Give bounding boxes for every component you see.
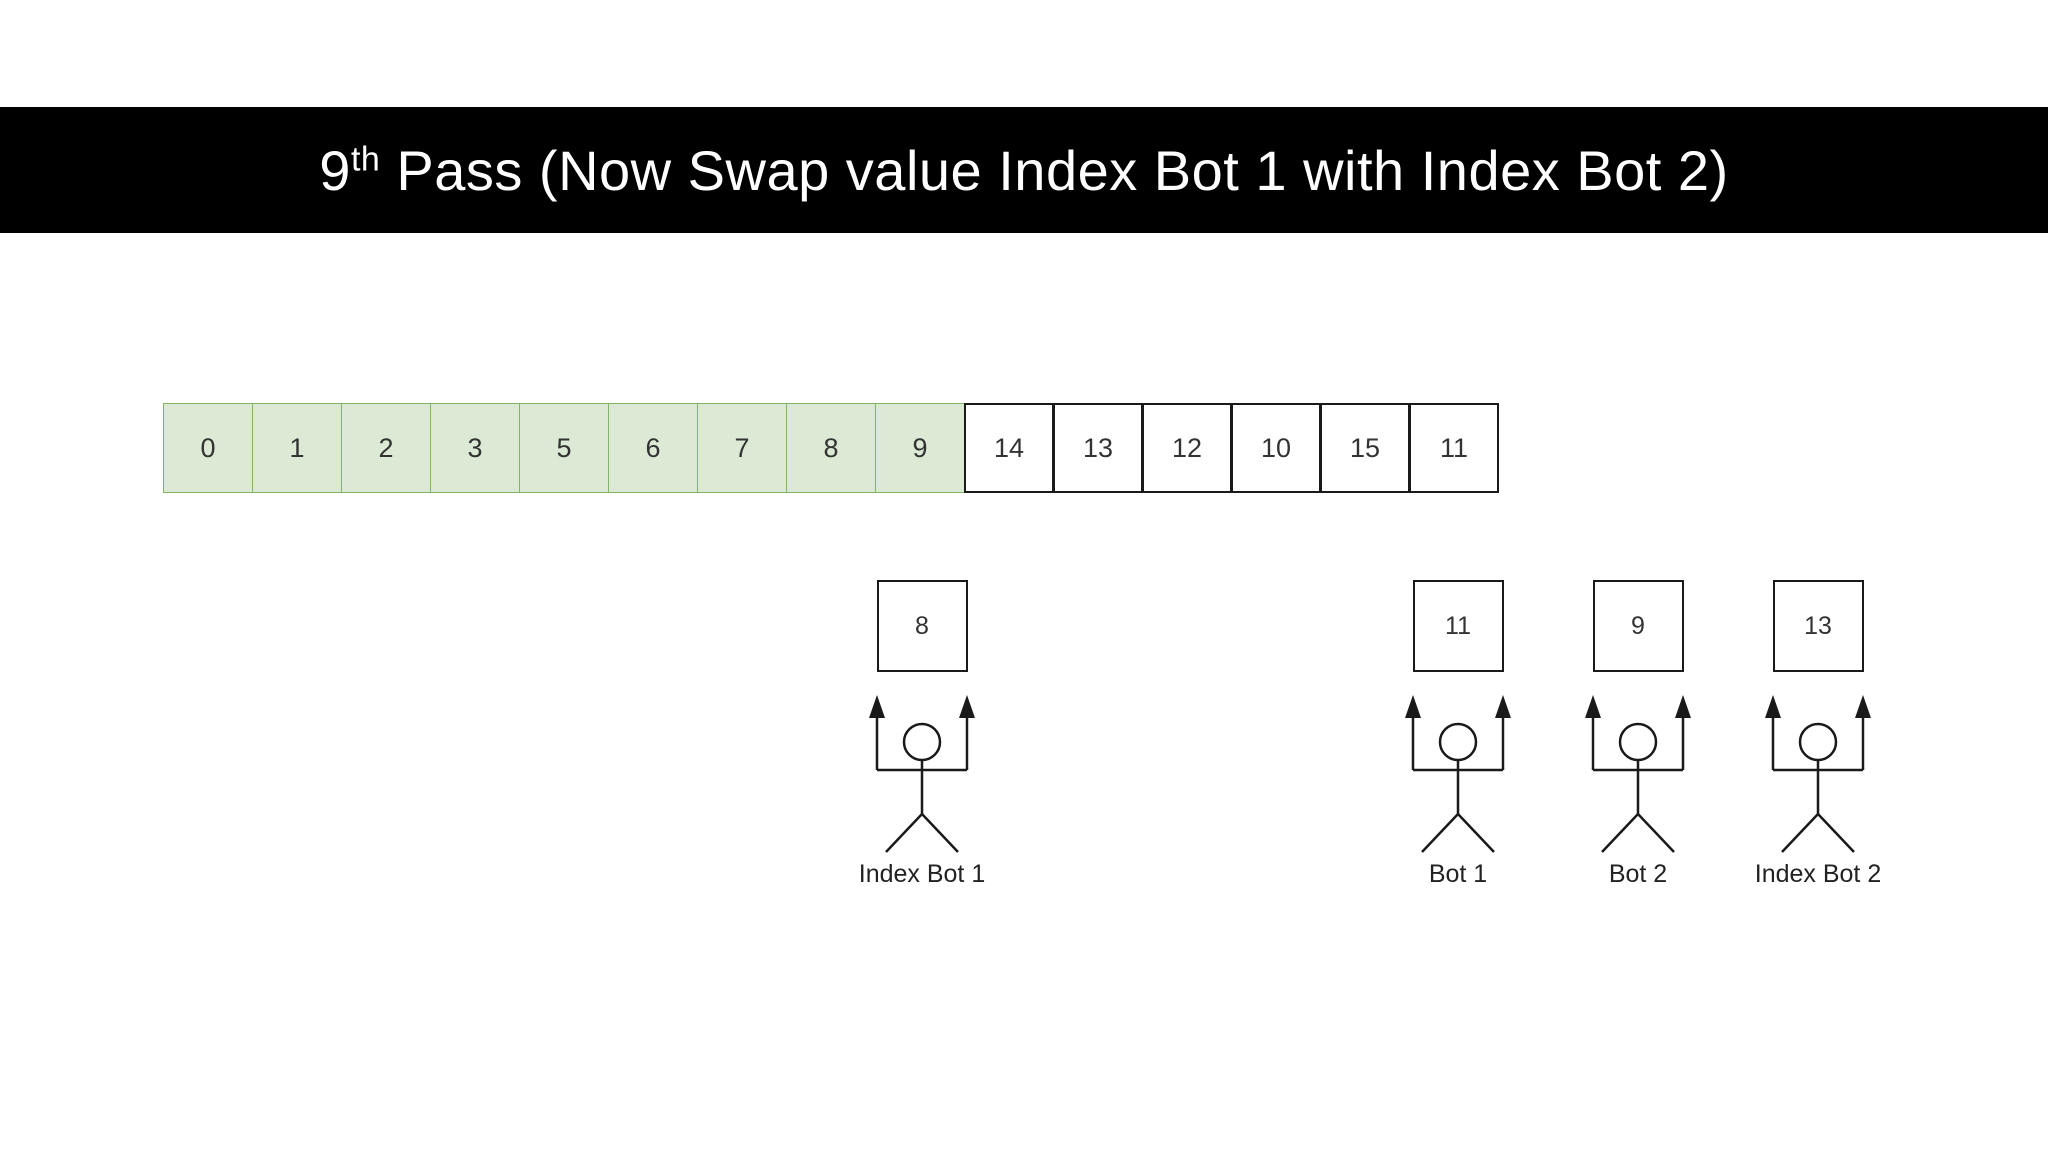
array-cell-unsorted: 15 — [1320, 403, 1410, 493]
bot-label: Bot 2 — [1608, 860, 1668, 888]
array-cell-unsorted: 11 — [1409, 403, 1499, 493]
held-value-box: 9 — [1592, 580, 1684, 672]
array-cell-unsorted: 14 — [964, 403, 1054, 493]
held-value-box: 8 — [876, 580, 968, 672]
array-cell-sorted: 8 — [786, 403, 876, 493]
page-title: 9th Pass (Now Swap value Index Bot 1 wit… — [319, 138, 1728, 203]
array-cell-unsorted: 13 — [1053, 403, 1143, 493]
bot-group-bot-2: 9 Bot 2 — [1548, 580, 1728, 889]
held-value-box: 11 — [1412, 580, 1504, 672]
held-value-box: 13 — [1772, 580, 1864, 672]
array-cell-unsorted: 12 — [1142, 403, 1232, 493]
title-rest: Pass (Now Swap value Index Bot 1 with In… — [380, 138, 1729, 202]
array-cell-sorted: 3 — [430, 403, 520, 493]
bot-group-index-bot-2: 13 Index Bot 2 — [1728, 580, 1908, 889]
stick-figure-icon — [1405, 695, 1511, 853]
title-pass-number: 9 — [319, 138, 351, 202]
array-cell-sorted: 5 — [519, 403, 609, 493]
stick-figure-icon — [1765, 695, 1871, 853]
title-bar: 9th Pass (Now Swap value Index Bot 1 wit… — [0, 107, 2048, 233]
title-ordinal-suffix: th — [350, 139, 381, 178]
bot-label: Index Bot 1 — [858, 860, 986, 888]
array-cell-sorted: 9 — [875, 403, 965, 493]
bot-group-index-bot-1: 8 Index Bot 1 — [832, 580, 1012, 889]
bot-group-bot-1: 11 Bot 1 — [1368, 580, 1548, 889]
stick-figure-icon — [1585, 695, 1691, 853]
array-cell-unsorted: 10 — [1231, 403, 1321, 493]
array-row: 0 1 2 3 5 6 7 8 9 14 13 12 10 15 11 — [163, 403, 1499, 493]
array-cell-sorted: 1 — [252, 403, 342, 493]
stick-figure-icon — [869, 695, 975, 853]
bot-label: Index Bot 2 — [1754, 860, 1882, 888]
array-cell-sorted: 6 — [608, 403, 698, 493]
array-cell-sorted: 0 — [163, 403, 253, 493]
array-cell-sorted: 2 — [341, 403, 431, 493]
array-cell-sorted: 7 — [697, 403, 787, 493]
bot-label: Bot 1 — [1428, 860, 1488, 888]
